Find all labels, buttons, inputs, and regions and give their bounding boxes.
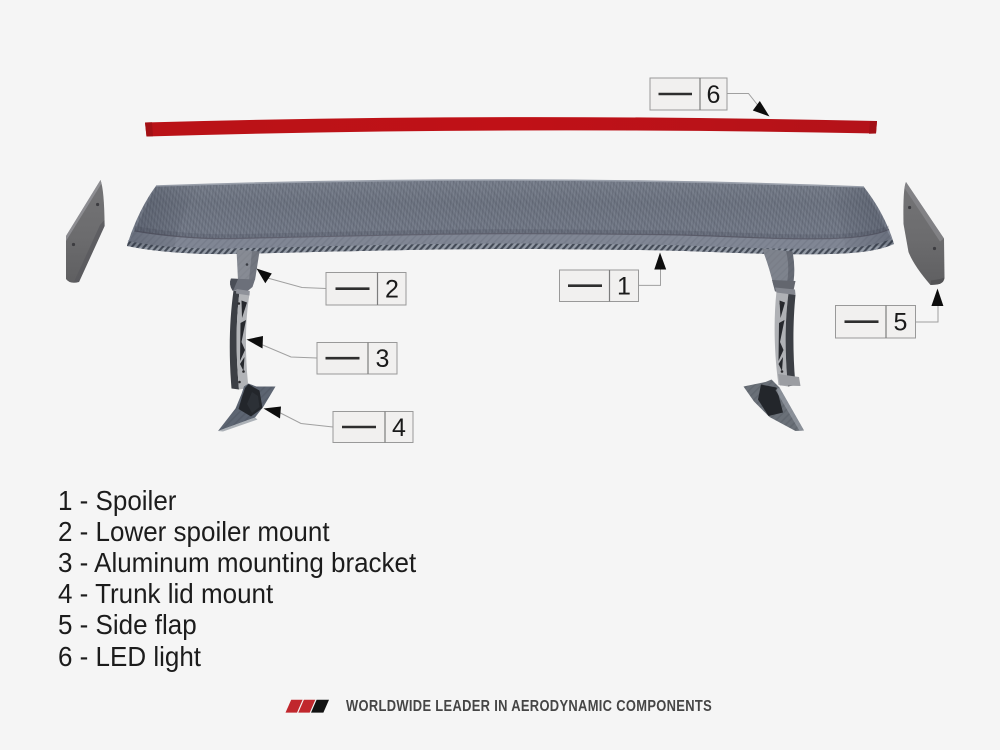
svg-text:6: 6 [707, 81, 721, 109]
svg-text:2: 2 [385, 276, 399, 304]
svg-text:1: 1 [617, 273, 631, 301]
svg-text:3: 3 [376, 345, 390, 373]
svg-text:4: 4 [392, 414, 406, 442]
svg-text:5: 5 [894, 309, 908, 337]
